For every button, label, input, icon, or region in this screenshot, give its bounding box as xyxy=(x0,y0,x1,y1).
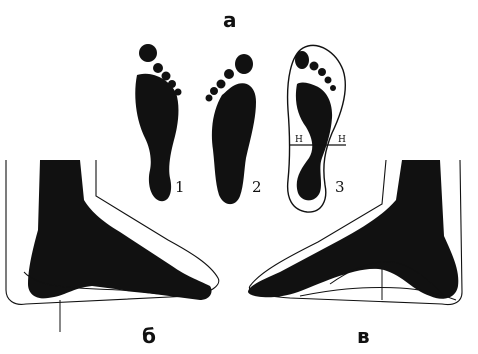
footprint-2-number: 2 xyxy=(252,180,262,195)
footprint-1-number: 1 xyxy=(175,180,185,195)
measure-mark-left: Н xyxy=(295,136,303,145)
foot-side-view-right xyxy=(248,160,462,305)
label-a: а xyxy=(223,10,237,30)
label-b: б xyxy=(142,326,156,346)
footprint-3-number: 3 xyxy=(335,180,345,195)
footprint-2 xyxy=(206,54,257,204)
measure-mark-right: Н xyxy=(338,136,346,145)
foot-side-view-left xyxy=(6,160,219,332)
label-v: в xyxy=(357,326,370,346)
